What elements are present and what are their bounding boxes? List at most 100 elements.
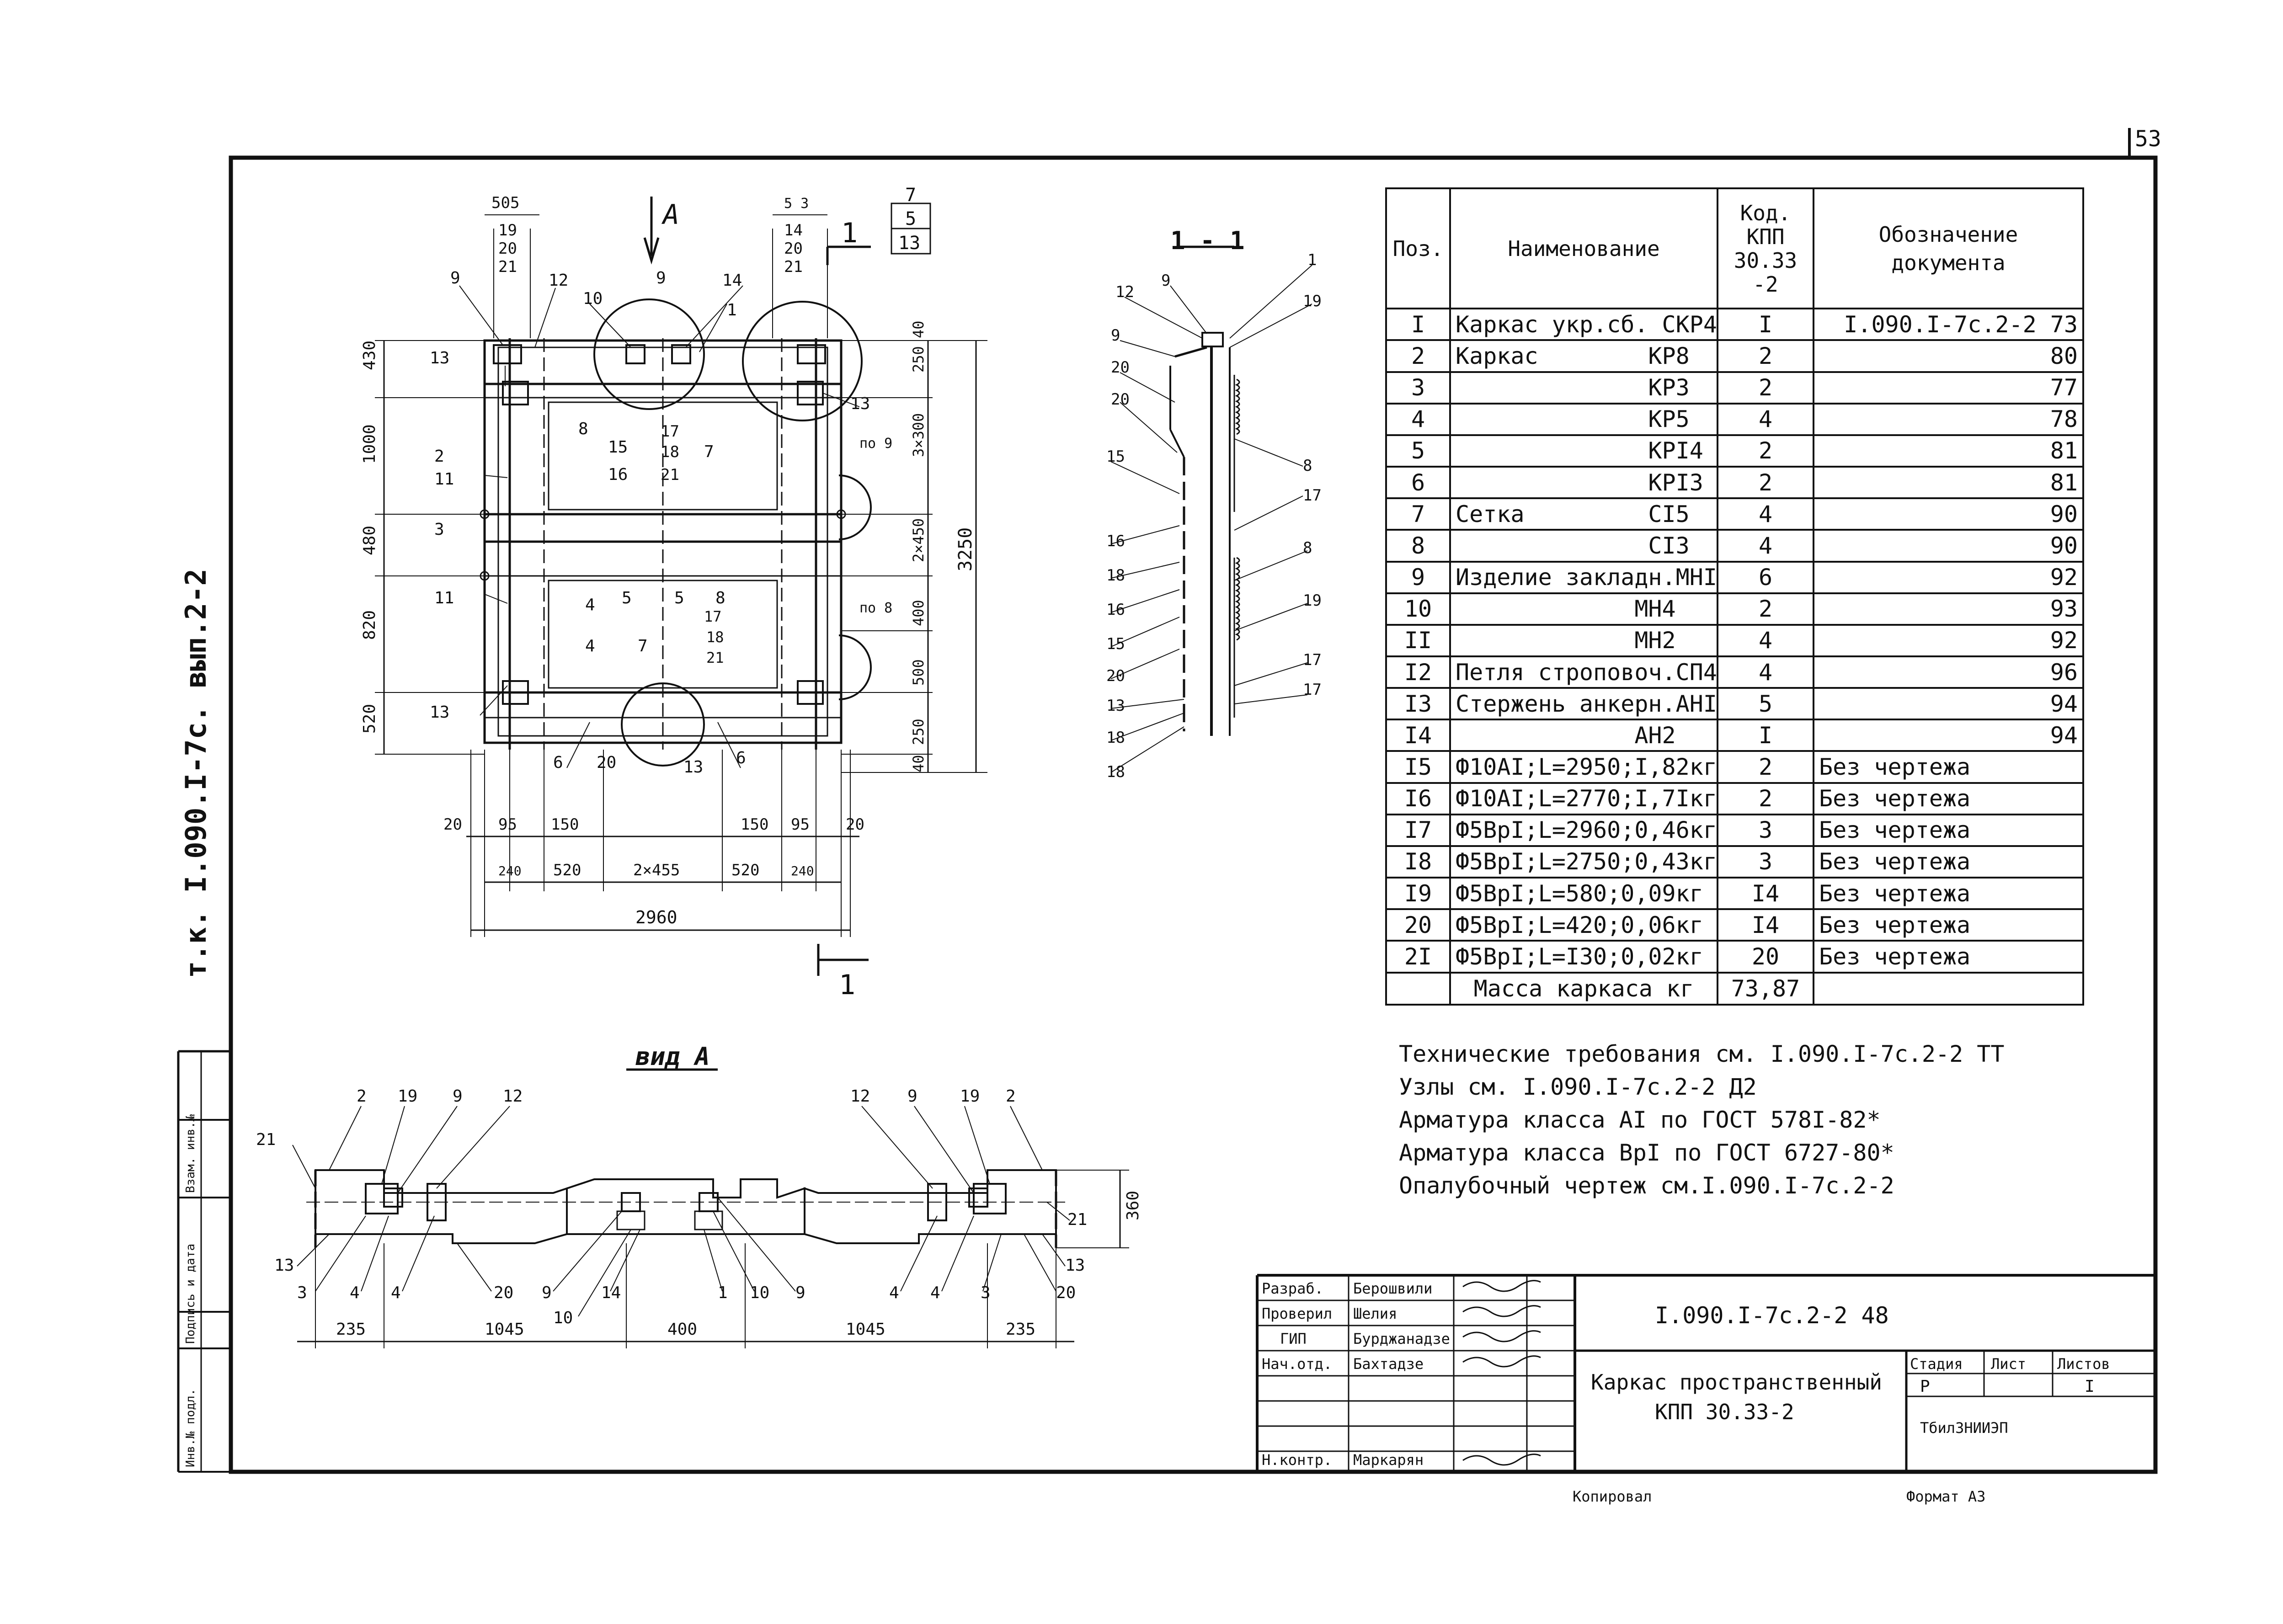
svg-text:10: 10 xyxy=(553,1309,573,1327)
row-pos: I xyxy=(1385,308,1451,341)
row-qty: 20 xyxy=(1717,940,1814,974)
row-name: МН2 xyxy=(1449,623,1718,657)
svg-text:13: 13 xyxy=(430,703,449,722)
svg-text:16: 16 xyxy=(1106,601,1125,619)
svg-text:13: 13 xyxy=(683,758,703,777)
row-doc: 78 xyxy=(1813,402,2084,436)
row-pos: 2 xyxy=(1385,339,1451,373)
row-qty: 2 xyxy=(1717,434,1814,468)
svg-text:5: 5 xyxy=(674,589,684,607)
svg-text:235: 235 xyxy=(336,1320,366,1339)
svg-text:Р: Р xyxy=(1920,1377,1930,1396)
svg-text:13: 13 xyxy=(898,233,920,254)
note-line: Арматура класса ВрI по ГОСТ 6727-80* xyxy=(1399,1139,1894,1166)
row-pos: 6 xyxy=(1385,466,1451,500)
svg-text:400: 400 xyxy=(667,1320,697,1339)
svg-text:9: 9 xyxy=(795,1283,805,1302)
svg-text:18: 18 xyxy=(1106,763,1125,781)
mass-row: Масса каркаса кг 73,87 xyxy=(1385,971,2084,1006)
drawing-labels: 53 1 - 1 вид А А 1 1 505 19 20 21 14 20 … xyxy=(179,126,2161,1505)
svg-text:18: 18 xyxy=(661,443,679,461)
row-pos: 3 xyxy=(1385,371,1451,405)
svg-text:2: 2 xyxy=(1006,1087,1016,1106)
svg-text:21: 21 xyxy=(256,1130,276,1149)
svg-text:Бурджанадзе: Бурджанадзе xyxy=(1353,1330,1450,1347)
svg-text:21: 21 xyxy=(1067,1210,1087,1229)
svg-text:9: 9 xyxy=(907,1087,917,1106)
svg-text:21: 21 xyxy=(661,466,679,484)
title-designation: I.090.I-7с.2-2 48 xyxy=(1655,1302,1889,1329)
svg-text:17: 17 xyxy=(1303,651,1322,669)
header-doc: Обозначение документа xyxy=(1813,187,2084,310)
svg-text:1000: 1000 xyxy=(360,424,379,464)
svg-text:20: 20 xyxy=(498,240,517,258)
svg-text:15: 15 xyxy=(1106,635,1125,653)
svg-text:Инв.№ подл.: Инв.№ подл. xyxy=(184,1389,197,1467)
svg-text:6: 6 xyxy=(736,749,746,767)
svg-text:10: 10 xyxy=(583,289,603,308)
row-name: СI3 xyxy=(1449,529,1718,563)
row-pos: II xyxy=(1385,623,1451,657)
row-pos: 5 xyxy=(1385,434,1451,468)
svg-text:20: 20 xyxy=(443,815,462,834)
sheet-frame xyxy=(229,155,2158,1474)
svg-text:4: 4 xyxy=(930,1283,940,1302)
svg-text:17: 17 xyxy=(661,422,679,441)
svg-text:20: 20 xyxy=(494,1283,513,1302)
svg-text:400: 400 xyxy=(910,600,927,626)
svg-text:150: 150 xyxy=(741,815,768,834)
row-name: КРI3 xyxy=(1449,466,1718,500)
row-qty: 2 xyxy=(1717,466,1814,500)
svg-text:430: 430 xyxy=(360,341,379,370)
svg-text:ГИП: ГИП xyxy=(1280,1330,1307,1347)
svg-text:18: 18 xyxy=(1106,729,1125,747)
svg-text:20: 20 xyxy=(1111,390,1130,409)
svg-text:12: 12 xyxy=(503,1087,523,1106)
row-qty: 4 xyxy=(1717,497,1814,531)
svg-text:10: 10 xyxy=(750,1283,769,1302)
svg-text:3: 3 xyxy=(981,1283,991,1302)
svg-text:1045: 1045 xyxy=(846,1320,885,1339)
svg-text:520: 520 xyxy=(731,861,759,879)
svg-text:19: 19 xyxy=(498,221,517,240)
row-pos: I4 xyxy=(1385,719,1451,752)
svg-text:8: 8 xyxy=(578,420,588,438)
row-doc: Без чертежа xyxy=(1813,940,2084,974)
row-qty: 2 xyxy=(1717,371,1814,405)
row-doc: 77 xyxy=(1813,371,2084,405)
svg-text:3: 3 xyxy=(434,520,444,539)
row-name: Ф5ВрI;L=2960;0,46кг xyxy=(1449,813,1718,847)
row-doc: 94 xyxy=(1813,719,2084,752)
svg-text:14: 14 xyxy=(784,221,803,240)
svg-text:по 9: по 9 xyxy=(859,436,892,452)
row-qty: 2 xyxy=(1717,339,1814,373)
row-doc: 80 xyxy=(1813,339,2084,373)
svg-text:2: 2 xyxy=(434,447,444,466)
row-name: Ф5ВрI;L=580;0,09кг xyxy=(1449,877,1718,911)
svg-text:по 8: по 8 xyxy=(859,600,892,616)
row-doc: Без чертежа xyxy=(1813,750,2084,784)
svg-text:7: 7 xyxy=(638,637,648,655)
mass-value: 73,87 xyxy=(1717,971,1814,1006)
row-doc: 90 xyxy=(1813,497,2084,531)
row-name: Петля строповоч.СП4 xyxy=(1449,655,1718,689)
svg-text:12: 12 xyxy=(850,1087,870,1106)
table-header-row: Поз. Наименование Код. КПП 30.33 -2 Обоз… xyxy=(1385,187,2084,310)
svg-text:250: 250 xyxy=(910,346,927,373)
svg-text:19: 19 xyxy=(398,1087,417,1106)
svg-text:95: 95 xyxy=(791,815,810,834)
svg-text:Берошвили: Берошвили xyxy=(1353,1280,1432,1297)
row-pos: 10 xyxy=(1385,592,1451,626)
row-qty: 5 xyxy=(1717,687,1814,721)
svg-text:9: 9 xyxy=(1161,272,1170,290)
row-pos: I3 xyxy=(1385,687,1451,721)
svg-text:Шелия: Шелия xyxy=(1353,1305,1397,1322)
svg-text:20: 20 xyxy=(784,240,803,258)
row-name: Ф10АI;L=2770;I,7Iкг xyxy=(1449,782,1718,815)
